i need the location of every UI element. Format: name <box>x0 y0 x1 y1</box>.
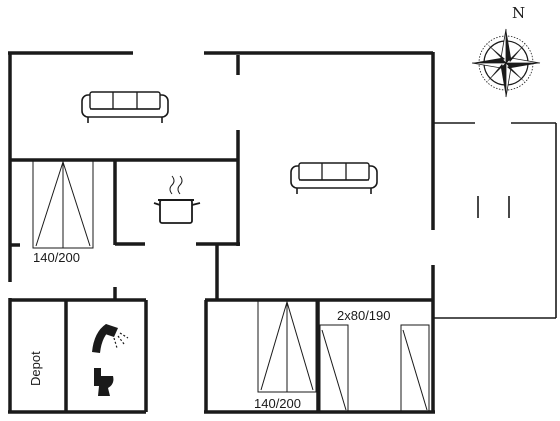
double-bed-left: 140/200 <box>32 159 94 265</box>
walls <box>8 51 435 414</box>
terrace-outline <box>433 122 557 319</box>
depot-label: Depot <box>28 351 43 386</box>
bed-size-label: 140/200 <box>254 396 301 411</box>
compass-rose-icon <box>471 28 541 98</box>
toilet-icon <box>94 368 114 396</box>
depot-room: Depot <box>28 351 43 386</box>
sofa-icon <box>81 91 169 124</box>
bed-size-label: 2x80/190 <box>337 308 391 323</box>
bed-size-label: 140/200 <box>33 250 80 265</box>
north-label: N <box>512 4 525 22</box>
single-beds: 2x80/190 <box>319 308 430 413</box>
shower-icon <box>92 324 129 353</box>
double-bed-bottom: 140/200 <box>254 299 317 411</box>
cooking-pot-icon <box>153 175 201 224</box>
sofa-icon <box>290 162 378 195</box>
